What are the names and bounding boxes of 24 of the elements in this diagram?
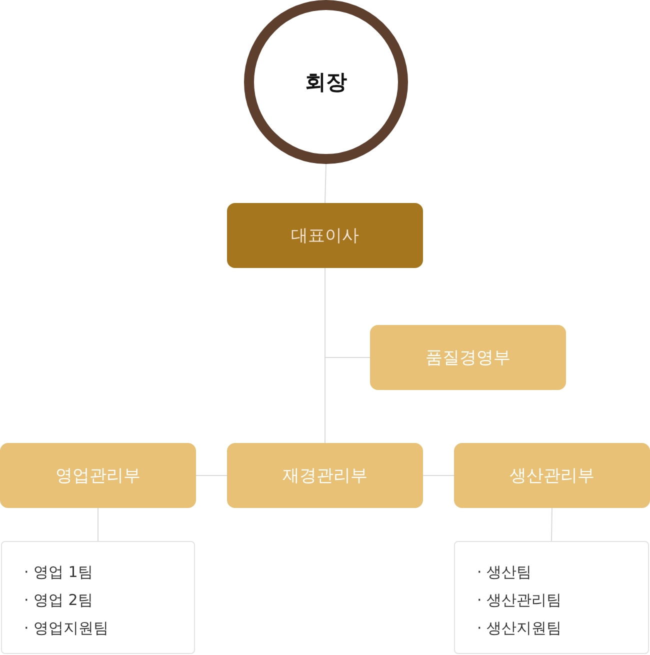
connector-line xyxy=(551,508,552,542)
connector-line xyxy=(324,164,326,204)
org-box xyxy=(227,203,423,268)
org-box xyxy=(370,325,566,390)
list-item: · 영업 2팀 xyxy=(24,590,94,611)
connector-line xyxy=(196,475,228,476)
box-label: 재경관리부 xyxy=(282,465,368,487)
list-panel xyxy=(1,541,195,654)
list-item: · 생산팀 xyxy=(477,562,533,583)
box-label: 영업관리부 xyxy=(56,465,140,487)
box-label: 생산관리부 xyxy=(510,465,594,487)
list-item: · 영업 1팀 xyxy=(24,562,94,583)
box-label: 품질경영부 xyxy=(426,347,510,369)
org-box xyxy=(454,443,650,508)
org-box xyxy=(0,443,196,508)
list-item: · 생산지원팀 xyxy=(477,618,563,639)
list-panel xyxy=(454,541,649,654)
connector-line xyxy=(422,475,454,476)
list-item: · 영업지원팀 xyxy=(24,618,110,639)
list-item: · 생산관리팀 xyxy=(477,590,563,611)
box-label: 대표이사 xyxy=(291,225,359,247)
node-label: 회장 xyxy=(305,69,347,96)
org-box xyxy=(227,443,423,508)
circle-node xyxy=(244,0,408,164)
